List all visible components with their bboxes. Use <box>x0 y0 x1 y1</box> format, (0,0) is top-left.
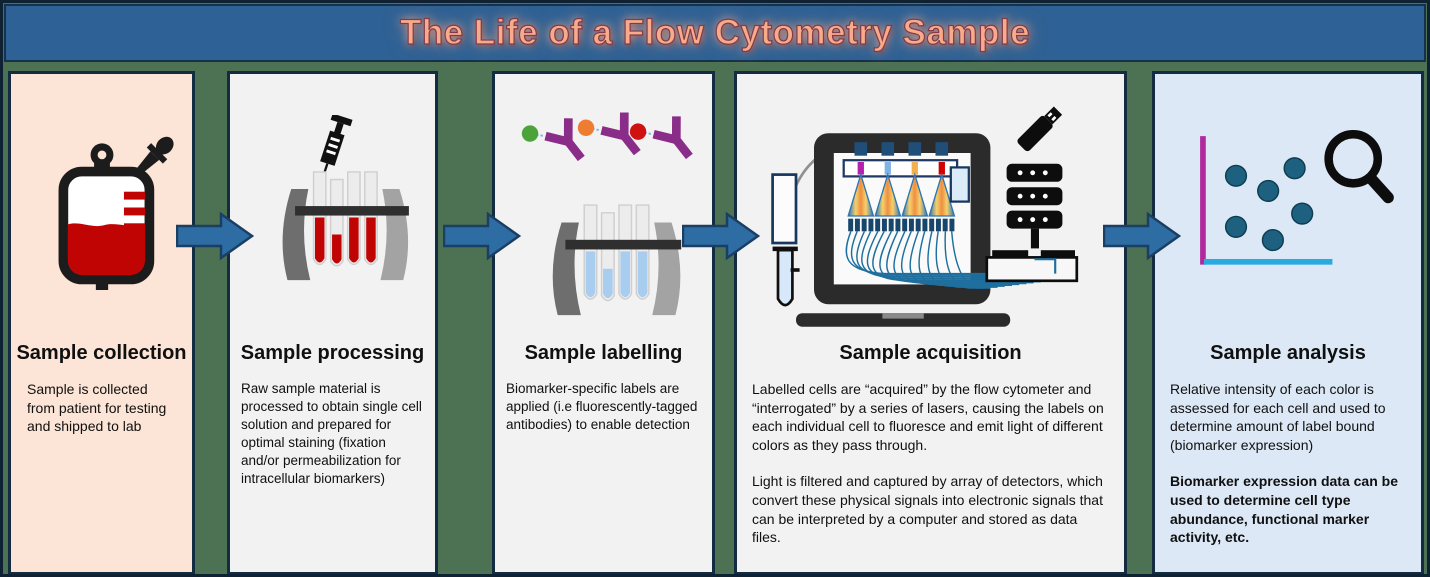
panel-sample-acquisition: Sample acquisition Labelled cells are “a… <box>734 71 1127 575</box>
stage-paragraph: Biomarker-specific labels are applied (i… <box>506 381 698 432</box>
icon-area <box>230 74 435 340</box>
panel-sample-collection: Sample collection Sample is collected fr… <box>8 71 195 575</box>
blood-bag-dropper-icon <box>58 136 174 290</box>
icon-area <box>495 74 712 340</box>
fluorescent-antibodies-tubes-icon <box>521 112 693 316</box>
stage-heading: Sample acquisition <box>839 342 1022 364</box>
stage-body: Raw sample material is processed to obta… <box>230 380 435 506</box>
magnifier-icon <box>1324 129 1394 204</box>
antibody-green <box>521 118 585 162</box>
stage-body: Sample is collected from patient for tes… <box>11 380 192 454</box>
panel-sample-labelling: Sample labelling Biomarker-specific labe… <box>492 71 715 575</box>
icon-area <box>1155 74 1421 340</box>
stage-paragraph-bold: Biomarker expression data can be used to… <box>1170 473 1398 546</box>
stage-paragraph: Light is filtered and captured by array … <box>752 473 1103 546</box>
title-banner: The Life of a Flow Cytometry Sample <box>4 4 1426 62</box>
stage-body: Relative intensity of each color is asse… <box>1155 380 1421 565</box>
flow-arrow-icon <box>1102 211 1182 261</box>
stage-heading: Sample processing <box>240 342 425 364</box>
page-title: The Life of a Flow Cytometry Sample <box>399 12 1031 52</box>
blood-tubes-syringe-icon <box>282 114 409 280</box>
flow-arrow-icon <box>442 211 522 261</box>
stage-paragraph: Relative intensity of each color is asse… <box>1170 381 1386 453</box>
flow-arrow-icon <box>681 211 761 261</box>
stage-heading: Sample analysis <box>1210 342 1366 364</box>
icon-area <box>737 74 1124 340</box>
server-icon <box>984 163 1078 283</box>
antibody-red <box>629 116 693 160</box>
stage-paragraph: Raw sample material is processed to obta… <box>241 381 422 486</box>
scatter-plot-magnifier-icon <box>1200 129 1394 265</box>
stage-paragraph: Sample is collected from patient for tes… <box>27 381 167 435</box>
stage-body: Biomarker-specific labels are applied (i… <box>495 380 712 452</box>
usb-drive-icon <box>1016 106 1062 152</box>
stage-body: Labelled cells are “acquired” by the flo… <box>737 380 1124 565</box>
panel-sample-processing: Sample processing Raw sample material is… <box>227 71 438 575</box>
antibody-orange <box>577 112 641 156</box>
stage-paragraph: Labelled cells are “acquired” by the flo… <box>752 381 1104 453</box>
stage-heading: Sample collection <box>16 342 187 364</box>
stage-heading: Sample labelling <box>524 342 683 364</box>
flow-cytometer-laptop-icon <box>770 106 1078 327</box>
flow-arrow-icon <box>175 211 255 261</box>
panel-sample-analysis: Sample analysis Relative intensity of ea… <box>1152 71 1424 575</box>
icon-area <box>11 74 192 340</box>
